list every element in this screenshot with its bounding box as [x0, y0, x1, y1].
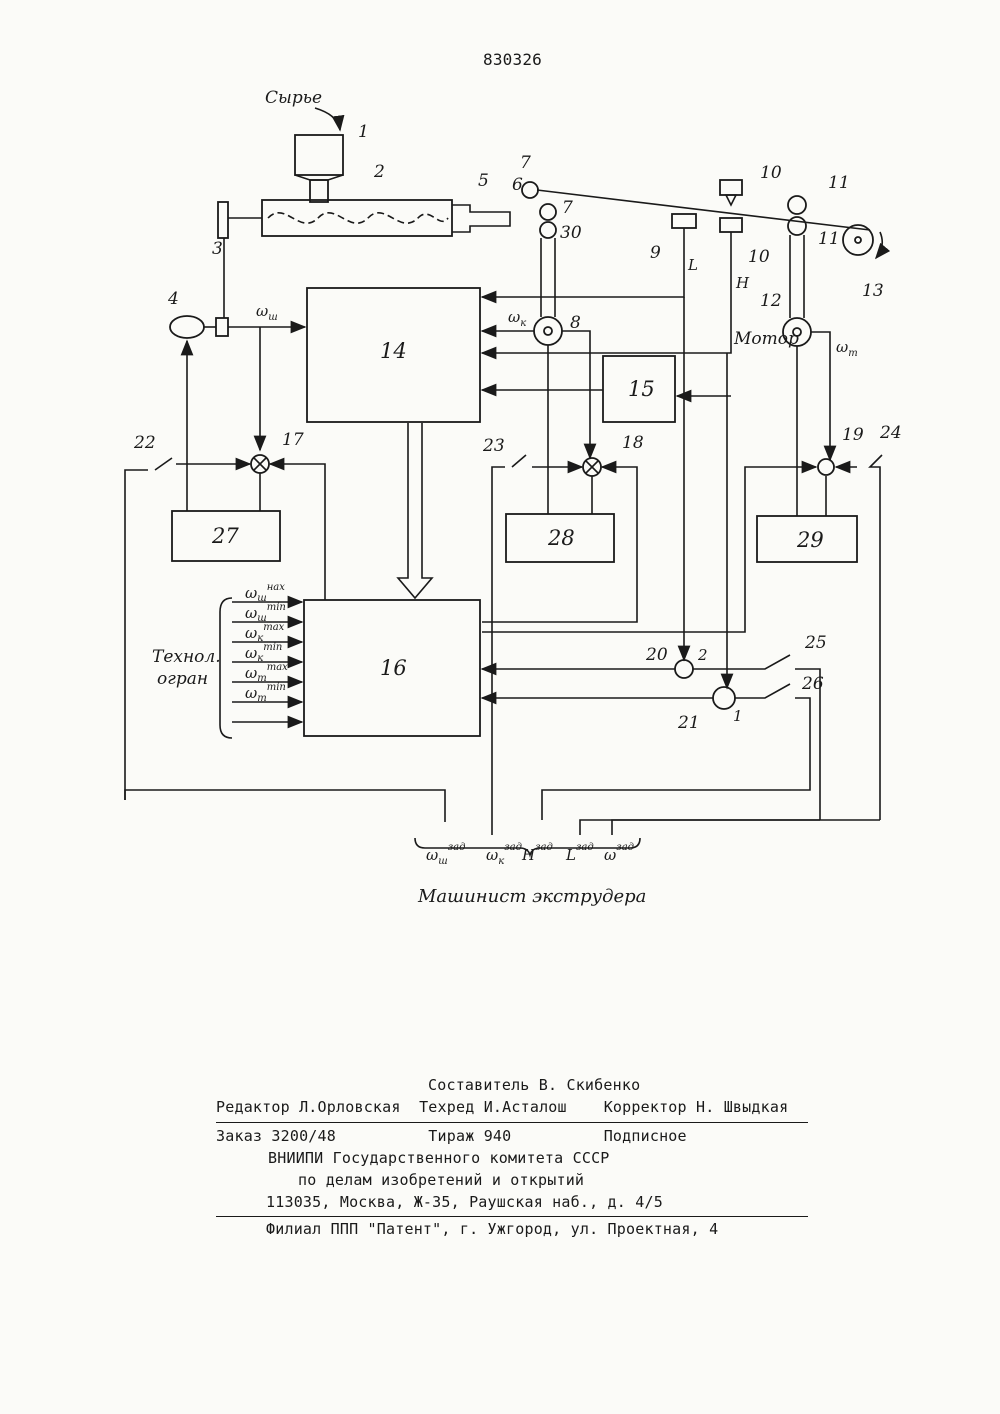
- puller-rollers: [522, 182, 562, 345]
- omega-t-label: ωт: [836, 338, 858, 359]
- limit-t-max: ωтmax: [245, 662, 288, 684]
- org-line-1: ВНИИПИ Государственного комитета СССР: [268, 1149, 610, 1167]
- data-bus-arrow: [398, 423, 432, 598]
- block-28-label: 28: [547, 526, 575, 550]
- ref-17: 17: [282, 430, 304, 450]
- extruder-control-diagram: Сырье: [0, 0, 1000, 930]
- ref-30: 30: [560, 223, 582, 243]
- limit-sh-min: ωшmin: [245, 602, 286, 624]
- ref-7a: 7: [520, 153, 531, 173]
- ref-19: 19: [842, 425, 864, 445]
- raw-material-label: Сырье: [265, 88, 322, 108]
- extruder-speed-wiring: [125, 327, 325, 800]
- ref-12: 12: [760, 291, 782, 311]
- signal-l-label: L: [687, 256, 698, 274]
- limit-k-max: ωкmax: [245, 622, 285, 644]
- branch-line: Филиал ППП "Патент", г. Ужгород, ул. Про…: [266, 1220, 718, 1238]
- setpoint-l: Lзад: [565, 842, 594, 864]
- omega-k-label: ωк: [508, 308, 526, 329]
- ref-8: 8: [570, 313, 581, 333]
- hopper: [295, 135, 343, 202]
- ref-5: 5: [478, 171, 489, 191]
- tech-limits-label-2: огран: [157, 669, 208, 689]
- sensor-signal-wiring: [482, 228, 820, 820]
- ref-11a: 11: [828, 173, 850, 193]
- block-14-label: 14: [380, 339, 407, 363]
- address-line: 113035, Москва, Ж-35, Раушская наб., д. …: [266, 1193, 663, 1211]
- omega-sh-label: ωш: [256, 302, 278, 323]
- order-line: Заказ 3200/48 Тираж 940 Подписное: [216, 1127, 687, 1145]
- ref-26: 26: [801, 674, 824, 694]
- haul-off-speed-wiring: [482, 332, 882, 820]
- motor-label: Мотор: [733, 329, 799, 349]
- block-16-label: 16: [380, 656, 407, 680]
- raw-material-arrow: [315, 108, 340, 130]
- limit-t-min: ωтmin: [245, 682, 286, 704]
- block-29-label: 29: [796, 528, 824, 552]
- thickness-sensor: [720, 180, 742, 232]
- limit-k-min: ωкmin: [245, 642, 282, 664]
- compiler-line: Составитель В. Скибенко: [428, 1076, 640, 1094]
- length-sensor: [672, 214, 696, 228]
- ref-7b: 7: [562, 198, 573, 218]
- ref-23: 23: [482, 436, 505, 456]
- ref-6: 6: [512, 175, 523, 195]
- limit-sh-max: ωшнах: [245, 582, 285, 604]
- ref-4: 4: [167, 289, 179, 309]
- ref-24: 24: [879, 423, 902, 443]
- setpoint-h: Hзад: [521, 842, 553, 864]
- ref-13: 13: [862, 281, 884, 301]
- footer-rule-bottom: [216, 1216, 808, 1217]
- ref-21: 21: [677, 713, 700, 733]
- setpoint-omega: ωзад: [604, 842, 634, 864]
- block-15-label: 15: [628, 377, 655, 401]
- ref-2: 2: [373, 162, 385, 182]
- ref-22: 22: [133, 433, 156, 453]
- ref-11b: 11: [818, 229, 840, 249]
- product-line: [537, 190, 870, 230]
- credits-line: Редактор Л.Орловская Техред И.Асталош Ко…: [216, 1098, 788, 1116]
- ref-1: 1: [358, 122, 369, 142]
- ref-9: 9: [650, 243, 661, 263]
- block-27-label: 27: [211, 524, 239, 548]
- tech-limits-label-1: Технол.: [152, 647, 221, 667]
- ref-18: 18: [622, 433, 644, 453]
- footer-rule-top: [216, 1122, 808, 1123]
- haul-off-rollers: [783, 196, 811, 346]
- setpoint-sh: ωшзад: [426, 842, 465, 867]
- take-up-reel: [843, 225, 882, 258]
- ref-25: 25: [804, 633, 827, 653]
- operator-input-wiring: [125, 790, 880, 855]
- ref-3: 3: [212, 239, 223, 259]
- operator-label: Машинист экструдера: [417, 886, 646, 907]
- puller-speed-wiring: [482, 331, 637, 820]
- summer-20-input-label: 2: [697, 646, 708, 664]
- org-line-2: по делам изобретений и открытий: [298, 1171, 584, 1189]
- summer-21-input-label: 1: [733, 707, 743, 725]
- extruder-barrel: [262, 200, 510, 236]
- signal-h-label: H: [735, 274, 750, 292]
- extruder-motor: [170, 316, 216, 338]
- ref-10a: 10: [760, 163, 782, 183]
- ref-10b: 10: [748, 247, 770, 267]
- ref-20: 20: [645, 645, 668, 665]
- setpoint-k: ωкзад: [486, 842, 522, 867]
